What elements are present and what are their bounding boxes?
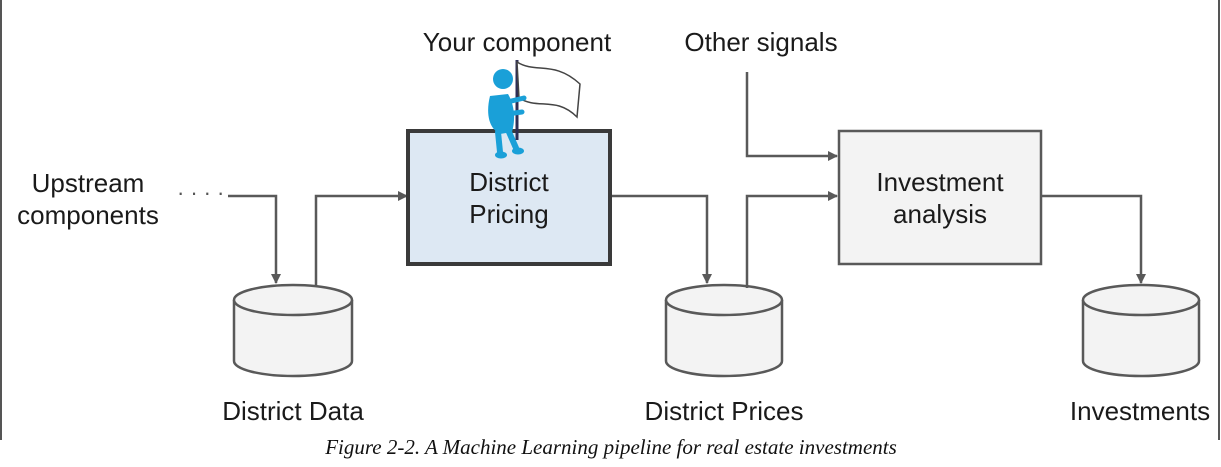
edge-district-data-to-pricing bbox=[314, 191, 408, 288]
edge-other-signals-to-analysis bbox=[745, 72, 838, 161]
edge-pricing-to-district-prices bbox=[612, 194, 712, 284]
your-component-label: Your component bbox=[423, 27, 612, 57]
investments-store bbox=[1081, 283, 1201, 378]
upstream-components-label-line1: Upstream bbox=[32, 168, 145, 198]
edge-upstream-to-district-data bbox=[228, 194, 281, 284]
other-signals-label: Other signals bbox=[684, 27, 837, 57]
edge-analysis-to-investments bbox=[1042, 194, 1146, 284]
flag-figure-icon bbox=[488, 60, 581, 159]
district-prices-store bbox=[664, 283, 784, 378]
edge-district-prices-to-analysis bbox=[745, 191, 838, 288]
investments-label: Investments bbox=[1070, 396, 1210, 426]
figure-caption: Figure 2-2. A Machine Learning pipeline … bbox=[324, 435, 897, 459]
ellipsis-dots: ···· bbox=[177, 180, 230, 205]
district-prices-label: District Prices bbox=[645, 396, 804, 426]
district-data-store bbox=[232, 283, 354, 378]
investment-analysis-node bbox=[837, 129, 1043, 266]
upstream-components-label-line2: components bbox=[17, 200, 159, 230]
district-data-label: District Data bbox=[222, 396, 364, 426]
investment-analysis-label-line2: analysis bbox=[893, 199, 987, 229]
investment-analysis-label-line1: Investment bbox=[876, 167, 1004, 197]
district-pricing-label-line1: District bbox=[469, 167, 549, 197]
district-pricing-node bbox=[406, 129, 612, 266]
district-pricing-label-line2: Pricing bbox=[469, 199, 548, 229]
